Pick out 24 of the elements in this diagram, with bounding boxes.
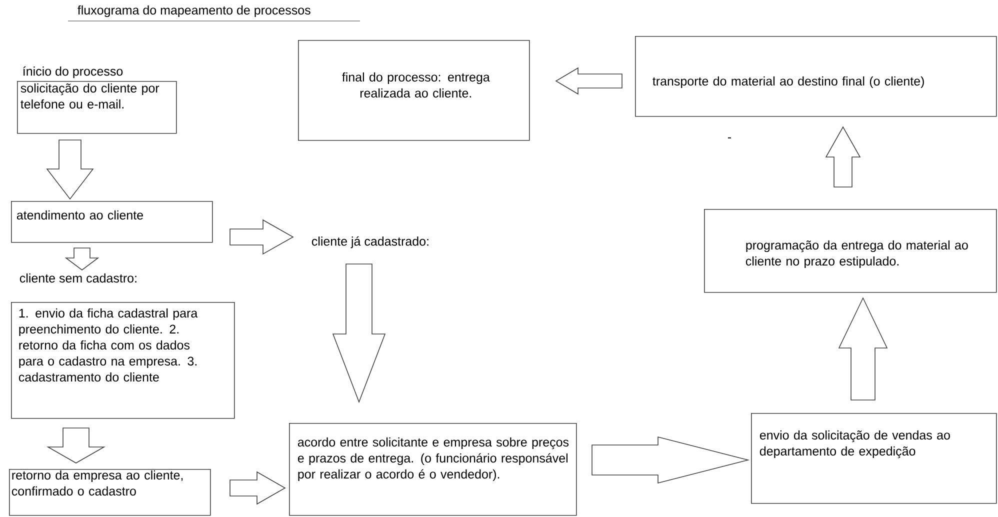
- process-box: transporte do material ao destino final (o cliente): [635, 36, 997, 117]
- block-arrow: [46, 140, 94, 200]
- process-box: envio da solicitação de vendas ao departamento de expedição: [751, 413, 997, 504]
- process-box: acordo entre solicitante e empresa sobre preços e prazos de entrega. (o funcionário responsável por realizar o acordo é o vendedor).: [289, 423, 577, 516]
- title: fluxograma do mapeamento de processos: [78, 5, 310, 18]
- block-arrow: [64, 248, 100, 270]
- block-arrow: [46, 428, 106, 464]
- process-box: atendimento ao cliente: [11, 201, 213, 243]
- block-arrow: [332, 264, 386, 404]
- text-label: cliente já cadastrado:: [312, 236, 428, 248]
- block-arrow: [825, 126, 861, 188]
- heading: ínicio do processo: [23, 66, 123, 78]
- process-box: retorno da empresa ao cliente, confirmado o cadastro: [9, 469, 211, 516]
- block-arrow: [230, 219, 294, 255]
- process-box: 1. envio da ficha cadastral para preenchimento do cliente. 2. retorno da ficha com os dados para o cadastro na empresa. 3. cadastramento do cliente: [11, 302, 235, 419]
- process-box: programação da entrega do material ao cliente no prazo estipulado.: [704, 209, 997, 293]
- block-arrow: [838, 297, 888, 400]
- text-label: cliente sem cadastro:: [20, 273, 136, 283]
- block-arrow: [230, 471, 286, 505]
- process-box: solicitação do cliente por telefone ou e-mail.: [17, 81, 177, 134]
- block-arrow: [555, 67, 622, 95]
- text-label: -: [728, 137, 732, 138]
- block-arrow: [592, 436, 750, 484]
- process-box: final do processo: entrega realizada ao cliente.: [298, 40, 530, 141]
